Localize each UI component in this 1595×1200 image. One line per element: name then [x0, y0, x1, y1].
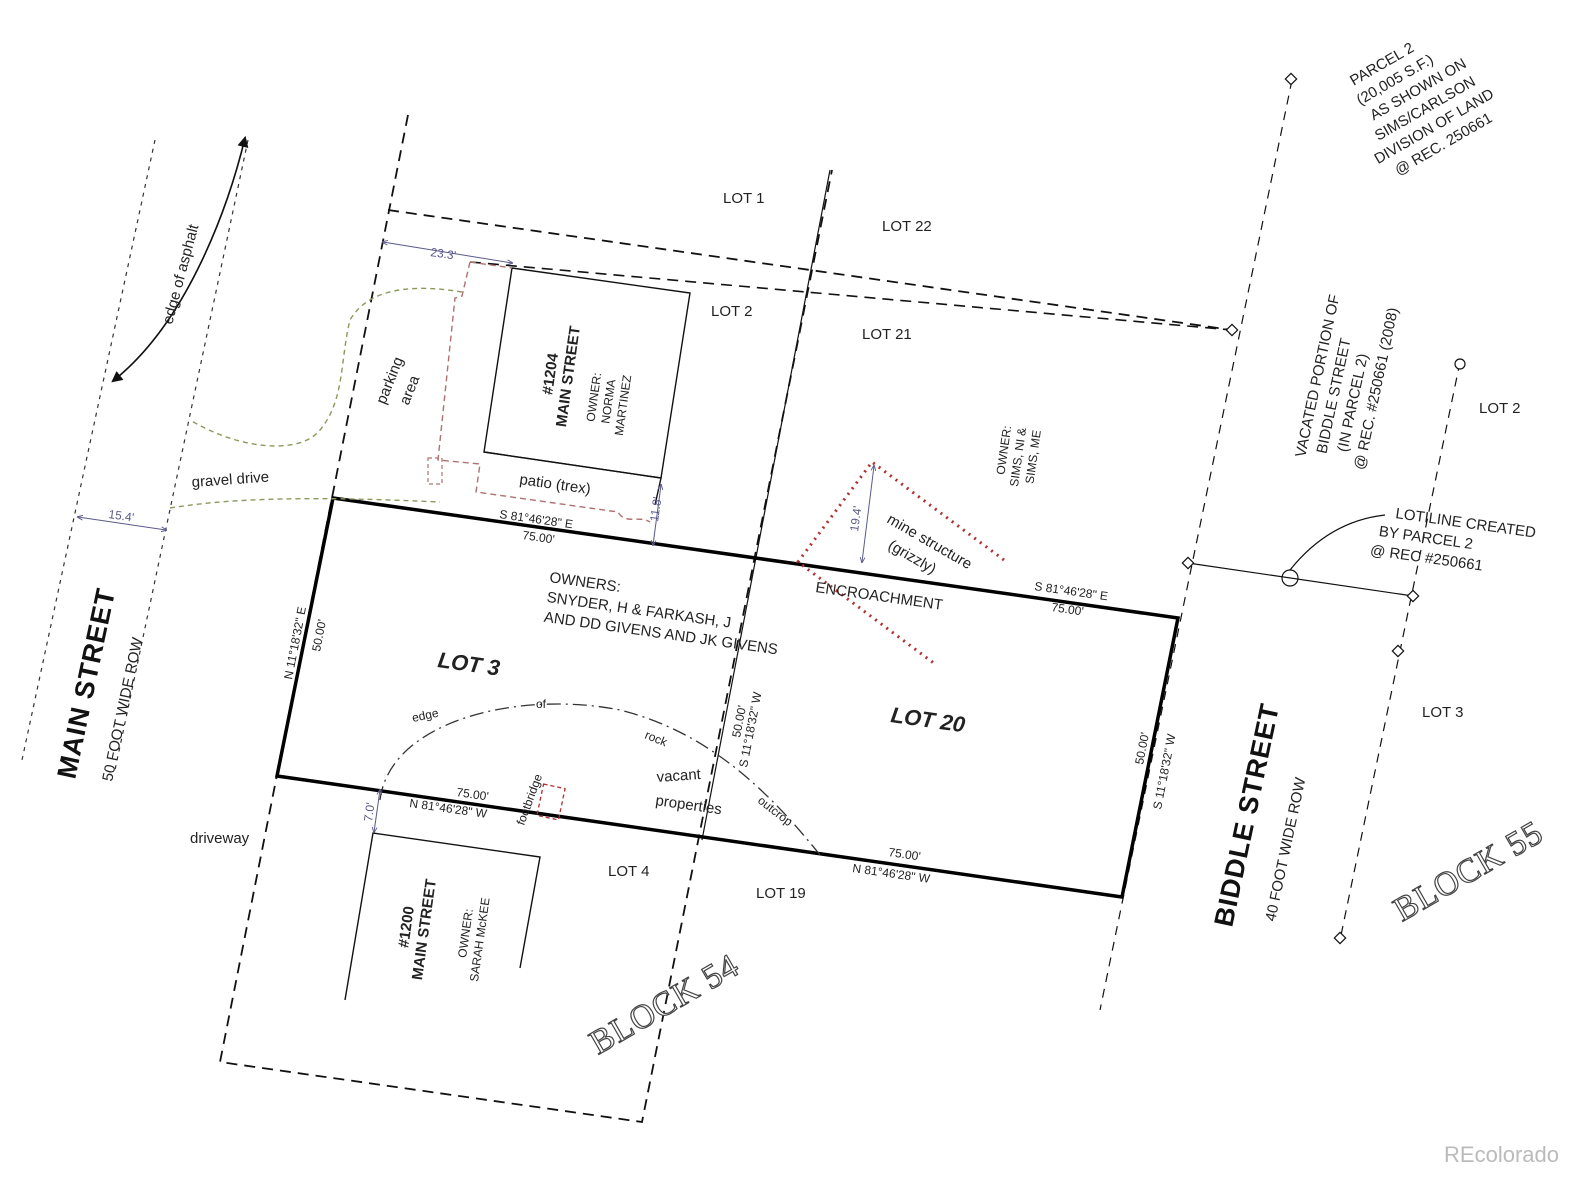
- svg-text:NORMA: NORMA: [598, 378, 618, 424]
- lot-22-label: LOT 22: [882, 218, 932, 235]
- mid-dist: 50.00': [729, 704, 749, 738]
- parking-edge: [189, 287, 463, 447]
- house-1204-owner: OWNER: NORMA MARTINEZ: [583, 372, 634, 437]
- lotline-note: LOTILINE CREATED BY PARCEL 2 @ REC #2506…: [1369, 505, 1537, 574]
- north-dist-east: 75.00': [1051, 600, 1085, 618]
- lot-line-1-2: [387, 209, 1233, 331]
- patio-label: patio (trex): [518, 471, 591, 498]
- footbridge-box: [536, 783, 566, 821]
- house-1204-label: #1204 MAIN STREET: [539, 325, 584, 428]
- svg-text:vacant: vacant: [656, 766, 702, 786]
- main-street-row-line-west: [21, 139, 156, 761]
- lot-3-east-label: LOT 3: [1422, 704, 1463, 721]
- lot-2-east-label: LOT 2: [1479, 400, 1520, 417]
- svg-text:properties: properties: [654, 792, 722, 818]
- south-dist-east: 75.00': [888, 845, 922, 863]
- gravel-drive-label: gravel drive: [191, 469, 270, 491]
- mid-lot-line: [701, 169, 831, 841]
- south-dist: 75.00': [456, 785, 490, 803]
- lot-2-label: LOT 2: [711, 303, 752, 320]
- block-54-boundary: [218, 114, 833, 1124]
- dim-19-4-line: [862, 466, 874, 562]
- lotline-parcel2: [1187, 562, 1414, 597]
- lot-19-label: LOT 19: [756, 885, 806, 902]
- edge-of-rock-of: of: [536, 697, 547, 711]
- dim-15-4: 15.4': [108, 507, 135, 524]
- parcel-2-note: PARCEL 2 (20,005 S.F.) AS SHOWN ON SIMS/…: [1347, 39, 1497, 179]
- house-1200-label: #1200 MAIN STREET: [395, 878, 440, 981]
- block-55-label: BLOCK 55: [1388, 814, 1550, 929]
- svg-text:#1200: #1200: [395, 905, 418, 949]
- dim-7-0-line: [374, 790, 380, 832]
- stair-box: [427, 457, 443, 485]
- biddle-street-row: 40 FOOT WIDE ROW: [1262, 775, 1309, 923]
- dim-7-0: 7.0': [361, 802, 378, 823]
- corner-markers: [1181, 72, 1466, 945]
- house-1200-footprint: [344, 832, 541, 1001]
- dim-23-3-line: [383, 242, 512, 263]
- dim-11-8-line: [653, 485, 661, 545]
- block-54-label: BLOCK 54: [584, 947, 746, 1062]
- lot-1-label: LOT 1: [723, 190, 764, 207]
- recolorado-watermark: REcolorado: [1444, 1142, 1559, 1167]
- parking-area-label: parking area: [373, 355, 424, 408]
- mine-structure-label: mine structure (grizzly): [884, 511, 975, 578]
- edge-of-rock-rock: rock: [643, 728, 670, 750]
- lot-20-label: LOT 20: [889, 702, 967, 737]
- lot-21-label: LOT 21: [862, 326, 912, 343]
- svg-text:area: area: [396, 373, 423, 408]
- edge-of-asphalt-arrow: [111, 135, 249, 383]
- svg-text:OWNER:: OWNER:: [993, 425, 1014, 476]
- subject-owners: OWNERS: SNYDER, H & FARKASH, J AND DD GI…: [543, 569, 779, 658]
- edge-of-rock-edge: edge: [411, 706, 440, 725]
- subject-parcel-lots-3-20: [274, 496, 1181, 899]
- edge-of-rock-line: [379, 703, 821, 856]
- driveway-label: driveway: [190, 830, 250, 847]
- svg-text:#1204: #1204: [539, 352, 562, 396]
- encroachment-label: ENCROACHMENT: [814, 579, 943, 614]
- lot-21-owner: OWNER: SIMS, NI & SIMS, ME: [993, 425, 1043, 488]
- mine-structure-outline: [795, 459, 1005, 666]
- dim-15-4-line: [78, 517, 166, 530]
- edge-of-rock-outcrop: outcrop: [755, 793, 795, 829]
- dim-23-3: 23.3': [430, 245, 457, 262]
- gravel-drive-edge: [169, 497, 441, 509]
- svg-text:OWNER:: OWNER:: [455, 908, 476, 959]
- vacant-label: vacant properties: [654, 766, 722, 818]
- east-dist: 50.00': [1132, 731, 1152, 765]
- dim-19-4: 19.4': [847, 505, 864, 532]
- north-dist: 75.00': [522, 528, 556, 546]
- lot-3-label: LOT 3: [436, 647, 501, 680]
- vacated-note: VACATED PORTION OF BIDDLE STREET (IN PAR…: [1292, 293, 1402, 471]
- lot-line-top-second: [469, 261, 1233, 331]
- svg-text:OWNER:: OWNER:: [583, 372, 604, 423]
- lot-4-label: LOT 4: [608, 863, 649, 880]
- house-1204-footprint: [483, 267, 691, 479]
- dim-11-8: 11.8': [647, 496, 664, 522]
- west-dist: 50.00': [309, 618, 329, 652]
- lotline-leader: [1289, 514, 1386, 571]
- house-1200-owner: OWNER: SARAH McKEE: [455, 897, 492, 983]
